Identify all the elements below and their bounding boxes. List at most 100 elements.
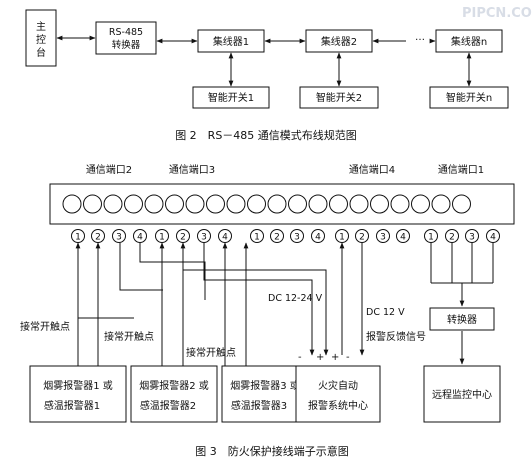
port-label-3: 通信端口3 — [169, 163, 215, 176]
switch1-label: 智能开关1 — [208, 91, 254, 104]
terminal-hole — [103, 194, 123, 214]
terminal-pin — [424, 229, 438, 243]
terminal-pin — [197, 229, 211, 243]
terminal-hole — [349, 194, 369, 214]
terminal-hole — [370, 194, 389, 214]
fire-center-line1: 火灾自动 — [318, 379, 358, 392]
contact-label-3: 接常开触点 — [186, 346, 236, 359]
figure-2: 主控台 RS-485 转换器 集线器1 集线器2 … 集线器n 智能开关1 智能… — [25, 9, 509, 142]
rs485-converter-line1: RS-485 — [109, 27, 143, 38]
terminal-pin-number: 3 — [380, 233, 386, 243]
terminal-pin-number: 4 — [490, 233, 496, 243]
polarity-minus-1: - — [298, 352, 302, 363]
rs485-converter-line2: 转换器 — [112, 39, 141, 51]
terminal-hole — [288, 194, 307, 214]
hub1-box — [197, 29, 265, 53]
terminal-hole — [431, 194, 451, 214]
hub2-label: 集线器2 — [321, 35, 357, 48]
terminal-pin-number: 1 — [428, 233, 434, 243]
polarity-plus-2: + — [331, 352, 339, 363]
terminal-pin-number: 4 — [137, 233, 143, 243]
switchn-box — [429, 86, 509, 109]
polarity-minus-2: - — [346, 352, 350, 363]
fire-center-box — [295, 365, 381, 423]
terminal-hole — [247, 194, 266, 214]
terminal-hole — [226, 194, 246, 214]
terminal-hole — [390, 194, 410, 214]
terminal-pin-number: 3 — [116, 233, 122, 243]
terminal-pin — [396, 229, 410, 243]
feedback-label: 报警反馈信号 — [366, 330, 426, 343]
terminal-pin-number: 1 — [254, 233, 260, 243]
remote-center-label: 远程监控中心 — [432, 388, 492, 401]
terminal-pin — [486, 229, 500, 243]
terminal-pin — [112, 229, 126, 243]
terminal-pin — [376, 229, 390, 243]
rs485-converter-box — [95, 21, 157, 55]
alarm1-line2: 感温报警器1 — [44, 399, 100, 412]
terminal-hole — [185, 194, 205, 214]
terminal-pin-number: 2 — [274, 233, 280, 243]
terminal-hole — [411, 194, 430, 214]
dc-12-label: DC 12 V — [366, 307, 405, 318]
terminal-pin-number: 1 — [339, 233, 345, 243]
alarm1-box — [29, 365, 127, 423]
terminal-pin-number: 4 — [400, 233, 406, 243]
alarm2-line1: 烟雾报警器2 或 — [139, 379, 209, 392]
port-label-4: 通信端口4 — [349, 163, 395, 176]
terminal-pin-number: 4 — [222, 233, 228, 243]
terminal-pin-number: 1 — [75, 233, 81, 243]
terminal-pin — [355, 229, 369, 243]
terminal-pin-number: 4 — [315, 233, 321, 243]
hubn-label: 集线器n — [451, 35, 487, 48]
terminal-pin — [465, 229, 479, 243]
alarm3-box — [221, 365, 309, 423]
contact-label-1: 接常开触点 — [20, 320, 70, 333]
port-label-1: 通信端口1 — [438, 163, 484, 176]
terminal-hole — [308, 194, 328, 214]
alarm3-line1: 烟雾报警器3 或 — [230, 379, 300, 392]
watermark: PIPCN.COM — [462, 6, 532, 21]
terminal-pin-number: 3 — [469, 233, 475, 243]
polarity-plus-1: + — [316, 352, 324, 363]
terminal-pin-number: 2 — [359, 233, 365, 243]
terminal-pin-number: 3 — [294, 233, 300, 243]
terminal-pin-number: 3 — [201, 233, 207, 243]
hubn-box — [435, 29, 503, 53]
terminal-pin — [270, 229, 284, 243]
wire-port2-pin3 — [119, 243, 163, 291]
terminal-pin — [311, 229, 325, 243]
contact-label-2: 接常开触点 — [104, 330, 154, 343]
port-label-2: 通信端口2 — [86, 163, 132, 176]
terminal-hole — [329, 194, 348, 214]
dc-24-label: DC 12-24 V — [268, 293, 323, 304]
terminal-hole — [452, 194, 471, 214]
figure-3-caption: 图 3 防火保护接线端子示意图 — [195, 444, 349, 458]
terminal-pin — [445, 229, 459, 243]
terminal-hole — [124, 194, 143, 214]
converter-label: 转换器 — [447, 313, 477, 326]
alarm3-line2: 感温报警器3 — [231, 399, 287, 412]
alarm2-line2: 感温报警器2 — [140, 399, 196, 412]
terminal-hole — [83, 194, 102, 214]
switch1-box — [192, 86, 270, 109]
hub-ellipsis: … — [415, 32, 425, 43]
switch2-label: 智能开关2 — [316, 91, 362, 104]
terminal-pin-number: 1 — [159, 233, 165, 243]
host-console-box — [25, 9, 57, 67]
terminal-pin — [133, 229, 147, 243]
hub1-label: 集线器1 — [213, 35, 249, 48]
wire-port2-pin4 — [139, 243, 206, 300]
terminal-pin-number: 2 — [95, 233, 101, 243]
converter-box — [429, 307, 495, 331]
terminal-hole — [165, 194, 184, 214]
wire-port3-pin3 — [203, 243, 315, 356]
hub2-box — [305, 29, 373, 53]
switchn-label: 智能开关n — [446, 91, 492, 104]
terminal-hole — [206, 194, 225, 214]
terminal-pin — [250, 229, 264, 243]
